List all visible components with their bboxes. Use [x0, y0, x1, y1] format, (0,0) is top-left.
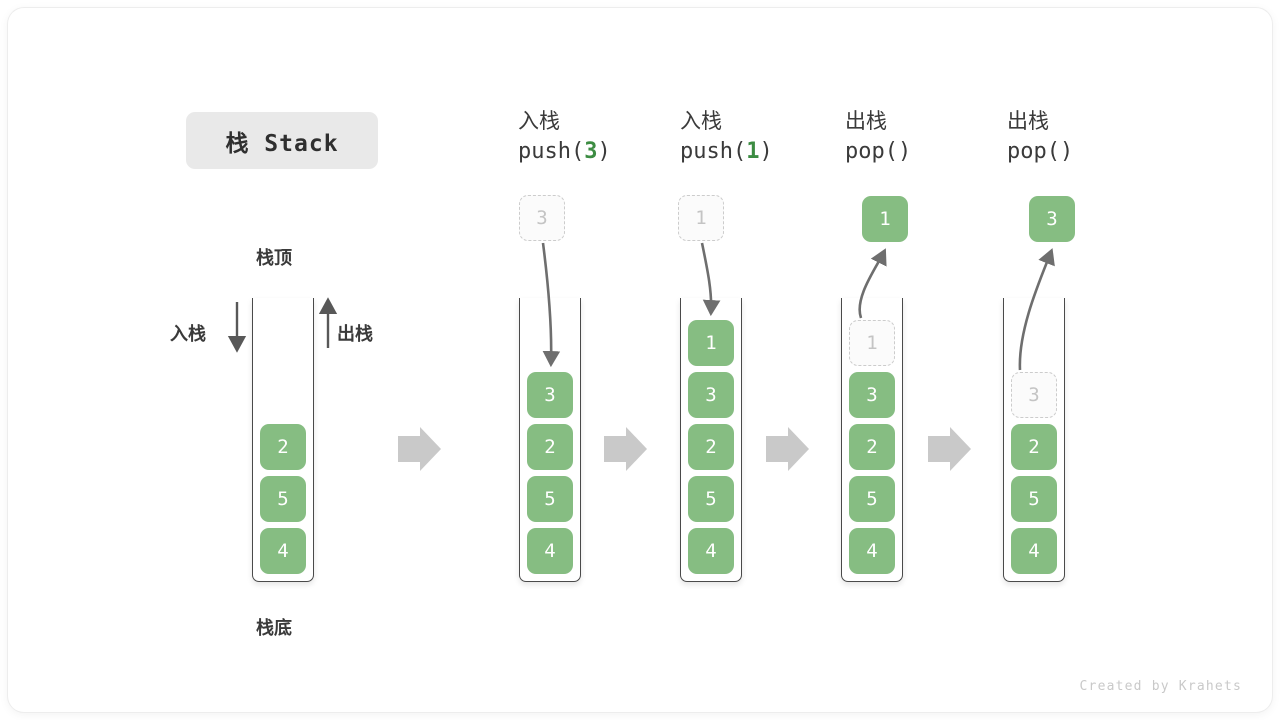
code-post: ) — [597, 139, 611, 164]
stage-heading-push-3: 入栈 push(3) — [518, 106, 611, 168]
stack-cell: 2 — [527, 424, 573, 470]
diagram-title: 栈 Stack — [186, 112, 378, 169]
credit-text: Created by Krahets — [1079, 679, 1242, 694]
code-pre: push( — [680, 139, 747, 164]
code-pre: push( — [518, 139, 585, 164]
stack-cell: 4 — [1011, 528, 1057, 574]
stack-cell: 2 — [688, 424, 734, 470]
stack-cell-ghost: 1 — [849, 320, 895, 366]
stack-cell: 4 — [849, 528, 895, 574]
stack-cell: 3 — [688, 372, 734, 418]
stack-cell: 4 — [527, 528, 573, 574]
stack-cell: 5 — [849, 476, 895, 522]
stage-heading-code: pop() — [845, 136, 911, 168]
stack-top-label: 栈顶 — [256, 248, 292, 269]
stack-cell: 4 — [260, 528, 306, 574]
stage-heading-code: pop() — [1007, 136, 1073, 168]
incoming-element-ghost: 3 — [519, 195, 565, 241]
code-post: ) — [1059, 139, 1074, 164]
stack-cell: 2 — [849, 424, 895, 470]
stage-heading-code: push(3) — [518, 136, 611, 168]
stack-cell: 1 — [688, 320, 734, 366]
stage-heading-push-1: 入栈 push(1) — [680, 106, 773, 168]
stack-cell: 5 — [527, 476, 573, 522]
pop-direction-label: 出栈 — [337, 324, 373, 345]
code-pre: pop( — [845, 139, 898, 164]
stack-cell: 4 — [688, 528, 734, 574]
popped-element: 3 — [1029, 196, 1075, 242]
stage-heading-cn: 出栈 — [845, 109, 887, 133]
incoming-element-ghost: 1 — [678, 195, 724, 241]
stack-cell-ghost: 3 — [1011, 372, 1057, 418]
code-pre: pop( — [1007, 139, 1060, 164]
popped-element: 1 — [862, 196, 908, 242]
stage-heading-pop-3: 出栈 pop() — [1007, 106, 1073, 168]
stack-cell: 5 — [260, 476, 306, 522]
stage-heading-code: push(1) — [680, 136, 773, 168]
stage-heading-pop-1: 出栈 pop() — [845, 106, 911, 168]
code-post: ) — [897, 139, 912, 164]
stage-heading-cn: 入栈 — [680, 109, 722, 133]
code-arg: 1 — [746, 139, 760, 164]
stack-cell: 3 — [527, 372, 573, 418]
push-direction-label: 入栈 — [170, 324, 206, 345]
stack-cell: 2 — [260, 424, 306, 470]
stack-cell: 2 — [1011, 424, 1057, 470]
stack-cell: 5 — [688, 476, 734, 522]
stack-cell: 5 — [1011, 476, 1057, 522]
stage-heading-cn: 入栈 — [518, 109, 560, 133]
code-post: ) — [759, 139, 773, 164]
stage-heading-cn: 出栈 — [1007, 109, 1049, 133]
stack-bottom-label: 栈底 — [256, 618, 292, 639]
code-arg: 3 — [584, 139, 598, 164]
stack-cell: 3 — [849, 372, 895, 418]
